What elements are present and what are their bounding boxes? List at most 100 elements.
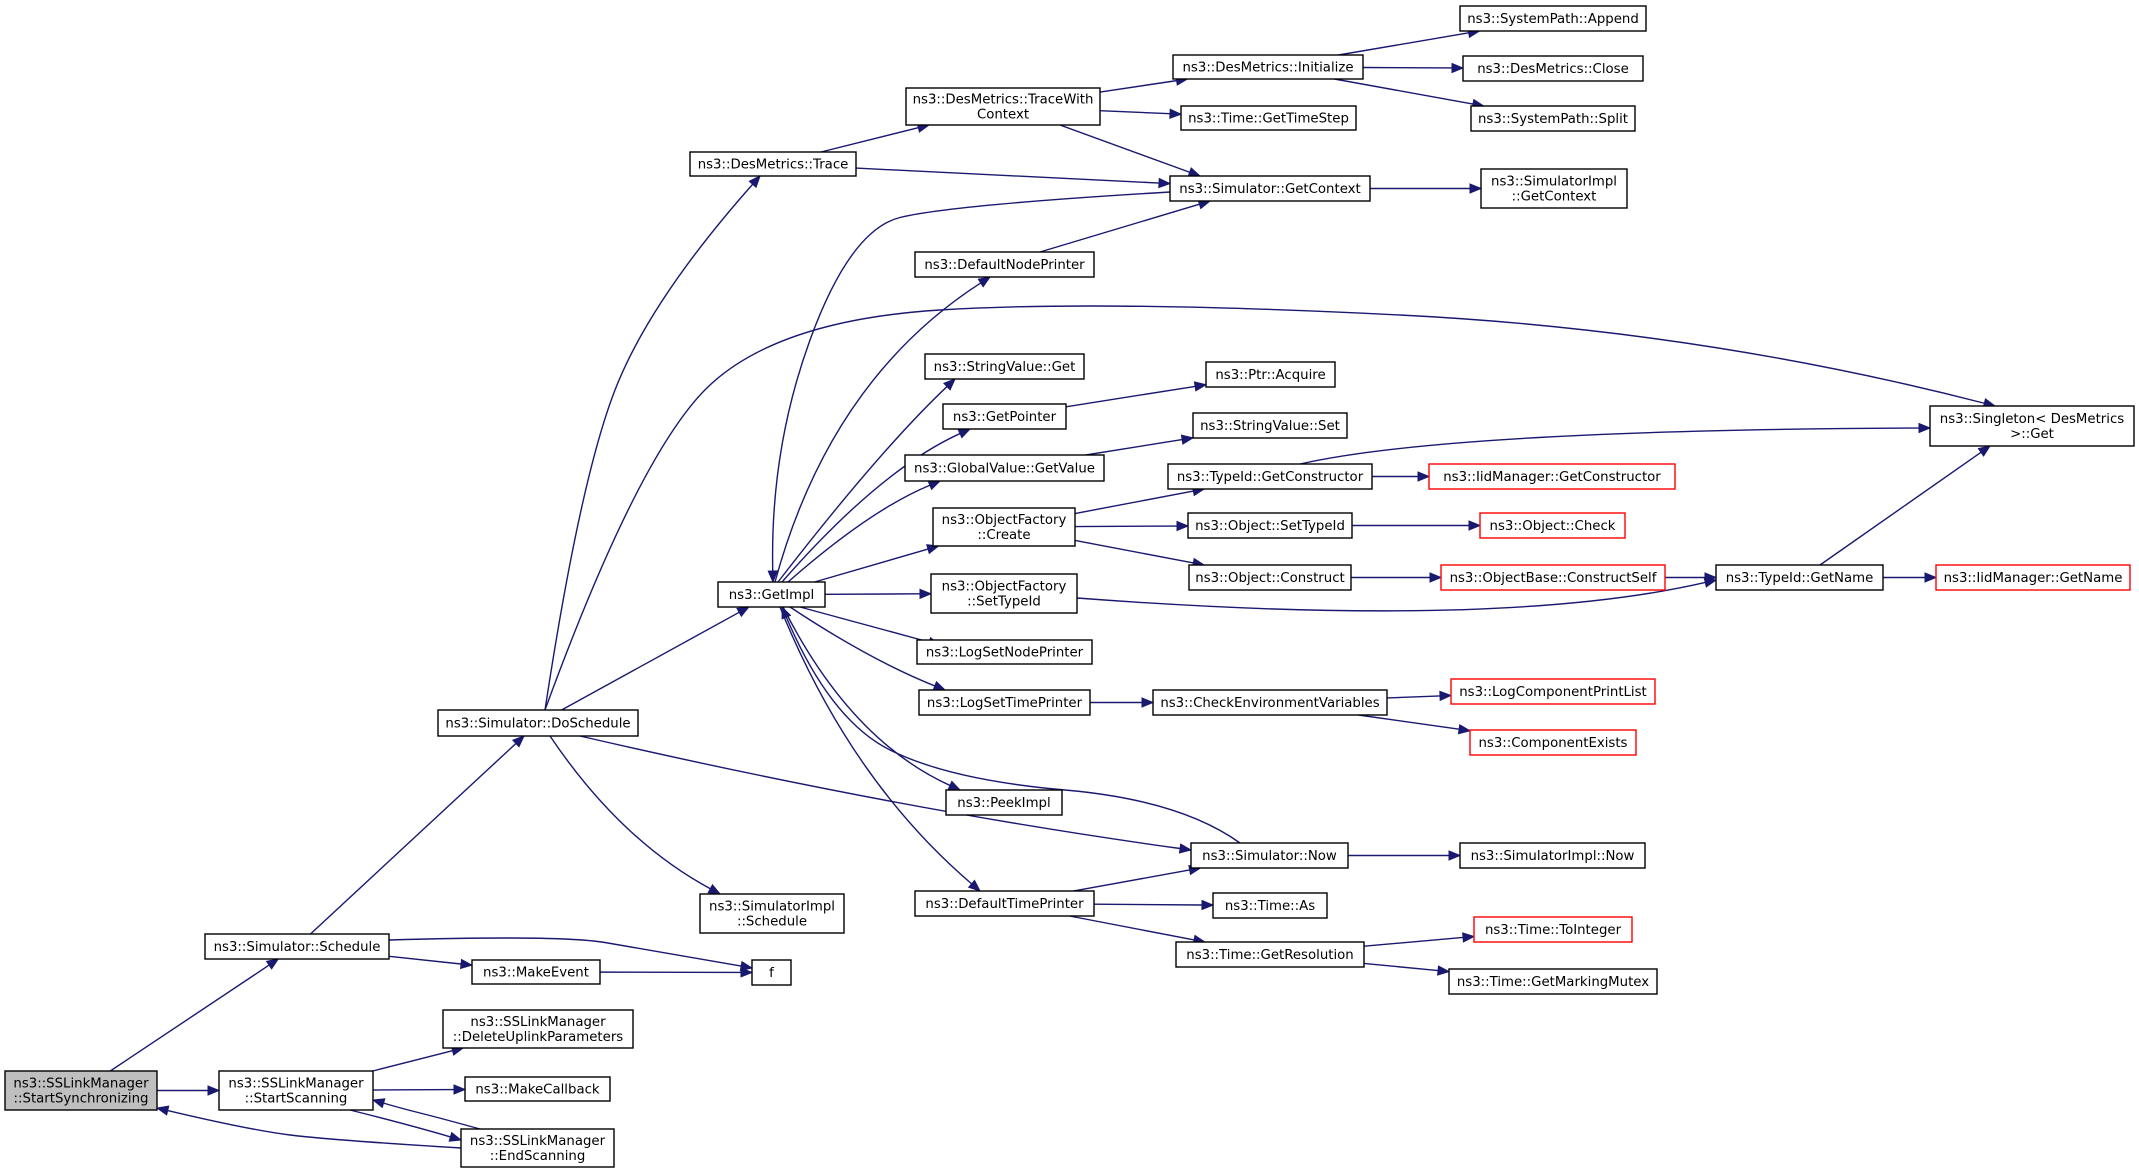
node-box[interactable] <box>1152 689 1388 716</box>
node-stringvalue-get[interactable]: ns3::StringValue::Get <box>924 353 1085 380</box>
node-time-gettimestep[interactable]: ns3::Time::GetTimeStep <box>1180 105 1357 131</box>
node-box[interactable] <box>1479 512 1626 539</box>
node-get-pointer[interactable]: ns3::GetPointer <box>942 403 1067 430</box>
node-simimpl-now[interactable]: ns3::SimulatorImpl::Now <box>1459 842 1646 869</box>
node-box[interactable] <box>1192 412 1348 439</box>
node-box[interactable] <box>1190 842 1349 869</box>
node-log-set-time-printer[interactable]: ns3::LogSetTimePrinter <box>918 689 1091 716</box>
node-box[interactable] <box>1929 405 2135 447</box>
node-box[interactable] <box>1180 105 1357 131</box>
node-box[interactable] <box>751 959 792 986</box>
node-sim-getcontext[interactable]: ns3::Simulator::GetContext <box>1169 175 1371 202</box>
node-log-set-node-printer[interactable]: ns3::LogSetNodePrinter <box>916 639 1093 665</box>
node-box[interactable] <box>4 1070 158 1111</box>
node-box[interactable] <box>942 403 1067 430</box>
node-objfactory-settypeid[interactable]: ns3::ObjectFactory::SetTypeId <box>930 573 1078 614</box>
node-peek-impl[interactable]: ns3::PeekImpl <box>945 789 1063 816</box>
node-box[interactable] <box>460 1128 615 1168</box>
node-box[interactable] <box>1935 564 2131 591</box>
node-time-getresolution[interactable]: ns3::Time::GetResolution <box>1175 941 1365 968</box>
node-check-env-vars[interactable]: ns3::CheckEnvironmentVariables <box>1152 689 1388 716</box>
node-box[interactable] <box>699 893 845 934</box>
node-box[interactable] <box>914 890 1095 917</box>
node-box[interactable] <box>471 959 601 985</box>
node-box[interactable] <box>1473 916 1633 943</box>
node-sim-now[interactable]: ns3::Simulator::Now <box>1190 842 1349 869</box>
node-singleton-get[interactable]: ns3::Singleton< DesMetrics >::Get <box>1929 405 2135 447</box>
node-simimpl-getcontext[interactable]: ns3::SimulatorImpl::GetContext <box>1480 168 1628 209</box>
node-box[interactable] <box>905 87 1101 126</box>
node-f[interactable]: f <box>751 959 792 986</box>
node-end-scanning[interactable]: ns3::SSLinkManager::EndScanning <box>460 1128 615 1168</box>
node-box[interactable] <box>1459 5 1647 32</box>
node-box[interactable] <box>1469 729 1637 756</box>
node-box[interactable] <box>204 933 390 960</box>
node-typeid-getname[interactable]: ns3::TypeId::GetName <box>1715 564 1884 591</box>
node-get-impl[interactable]: ns3::GetImpl <box>717 581 826 608</box>
node-simimpl-schedule[interactable]: ns3::SimulatorImpl::Schedule <box>699 893 845 934</box>
node-make-event[interactable]: ns3::MakeEvent <box>471 959 601 985</box>
node-box[interactable] <box>464 1076 611 1102</box>
node-box[interactable] <box>914 251 1095 278</box>
node-box[interactable] <box>1187 512 1353 539</box>
node-box[interactable] <box>1715 564 1884 591</box>
node-box[interactable] <box>689 151 857 177</box>
node-time-as[interactable]: ns3::Time::As <box>1212 892 1328 919</box>
node-object-construct[interactable]: ns3::Object::Construct <box>1188 564 1352 591</box>
node-box[interactable] <box>1169 175 1371 202</box>
node-globalvalue-getvalue[interactable]: ns3::GlobalValue::GetValue <box>904 454 1105 482</box>
node-start-sync[interactable]: ns3::SSLinkManager::StartSynchronizing <box>4 1070 158 1111</box>
node-time-getmarkingmutex[interactable]: ns3::Time::GetMarkingMutex <box>1448 968 1658 995</box>
node-box[interactable] <box>1450 678 1656 705</box>
node-box[interactable] <box>1188 564 1352 591</box>
node-systempath-split[interactable]: ns3::SystemPath::Split <box>1470 105 1636 132</box>
node-stringvalue-set[interactable]: ns3::StringValue::Set <box>1192 412 1348 439</box>
node-objectbase-constructself[interactable]: ns3::ObjectBase::ConstructSelf <box>1440 564 1666 591</box>
node-box[interactable] <box>1205 361 1336 388</box>
node-box[interactable] <box>932 507 1076 547</box>
node-component-exists[interactable]: ns3::ComponentExists <box>1469 729 1637 756</box>
node-box[interactable] <box>1462 55 1644 82</box>
node-box[interactable] <box>1440 564 1666 591</box>
node-box[interactable] <box>1470 105 1636 132</box>
node-delete-uplink[interactable]: ns3::SSLinkManager::DeleteUplinkParamete… <box>442 1009 634 1049</box>
node-desmetrics-close[interactable]: ns3::DesMetrics::Close <box>1462 55 1644 82</box>
node-object-settypeid[interactable]: ns3::Object::SetTypeId <box>1187 512 1353 539</box>
node-objfactory-create[interactable]: ns3::ObjectFactory::Create <box>932 507 1076 547</box>
node-box[interactable] <box>717 581 826 608</box>
node-do-schedule[interactable]: ns3::Simulator::DoSchedule <box>437 709 639 737</box>
node-box[interactable] <box>918 689 1091 716</box>
node-box[interactable] <box>1459 842 1646 869</box>
node-box[interactable] <box>1212 892 1328 919</box>
node-box[interactable] <box>1480 168 1628 209</box>
node-iidmanager-getconstructor[interactable]: ns3::IidManager::GetConstructor <box>1428 463 1676 490</box>
node-box[interactable] <box>904 454 1105 482</box>
node-box[interactable] <box>1172 54 1364 80</box>
node-start-scanning[interactable]: ns3::SSLinkManager::StartScanning <box>218 1070 374 1111</box>
node-make-callback[interactable]: ns3::MakeCallback <box>464 1076 611 1102</box>
node-log-component-print-list[interactable]: ns3::LogComponentPrintList <box>1450 678 1656 705</box>
node-box[interactable] <box>218 1070 374 1111</box>
node-box[interactable] <box>916 639 1093 665</box>
node-box[interactable] <box>442 1009 634 1049</box>
node-default-time-printer[interactable]: ns3::DefaultTimePrinter <box>914 890 1095 917</box>
node-box[interactable] <box>1167 463 1373 490</box>
node-box[interactable] <box>1428 463 1676 490</box>
node-typeid-getconstructor[interactable]: ns3::TypeId::GetConstructor <box>1167 463 1373 490</box>
node-box[interactable] <box>1448 968 1658 995</box>
node-box[interactable] <box>930 573 1078 614</box>
node-box[interactable] <box>437 709 639 737</box>
node-box[interactable] <box>1175 941 1365 968</box>
node-time-tointeger[interactable]: ns3::Time::ToInteger <box>1473 916 1633 943</box>
node-desmetrics-initialize[interactable]: ns3::DesMetrics::Initialize <box>1172 54 1364 80</box>
node-box[interactable] <box>945 789 1063 816</box>
node-desmetrics-trace[interactable]: ns3::DesMetrics::Trace <box>689 151 857 177</box>
node-sim-schedule[interactable]: ns3::Simulator::Schedule <box>204 933 390 960</box>
node-object-check[interactable]: ns3::Object::Check <box>1479 512 1626 539</box>
node-iidmanager-getname[interactable]: ns3::IidManager::GetName <box>1935 564 2131 591</box>
node-systempath-append[interactable]: ns3::SystemPath::Append <box>1459 5 1647 32</box>
node-default-node-printer[interactable]: ns3::DefaultNodePrinter <box>914 251 1095 278</box>
node-ptr-acquire[interactable]: ns3::Ptr::Acquire <box>1205 361 1336 388</box>
node-box[interactable] <box>924 353 1085 380</box>
